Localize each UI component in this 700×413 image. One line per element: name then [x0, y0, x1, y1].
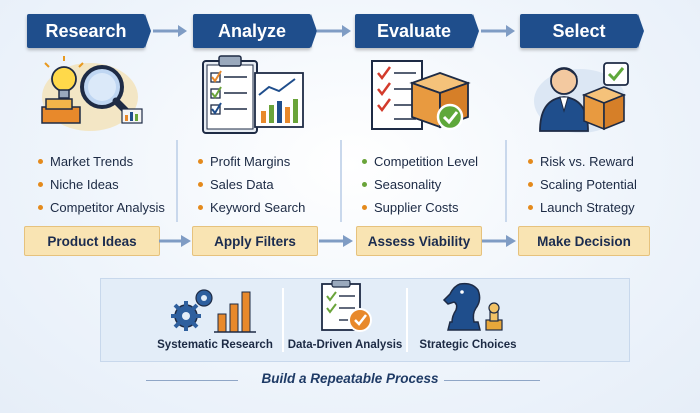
header-arrow-3: [481, 25, 515, 37]
list-item: Market Trends: [38, 150, 165, 173]
footer-rule-right: [444, 380, 540, 381]
list-item: Competition Level: [362, 150, 478, 173]
principle-strategic-choices: Strategic Choices: [408, 278, 528, 360]
lightbulb-magnifier-icon: [41, 56, 143, 131]
header-arrow-2: [317, 25, 351, 37]
list-item: Niche Ideas: [38, 173, 165, 196]
result-arrow-3: [482, 235, 516, 247]
panel-separator-1: [282, 288, 284, 352]
principle-label: Systematic Research: [157, 339, 273, 351]
result-arrow-2: [319, 235, 353, 247]
analyze-items: Profit Margins Sales Data Keyword Search: [198, 150, 305, 219]
checklist-box-icon: [371, 60, 471, 131]
list-item: Scaling Potential: [528, 173, 637, 196]
list-item: Keyword Search: [198, 196, 305, 219]
stage-header-research: Research: [27, 14, 151, 48]
panel-separator-2: [406, 288, 408, 352]
principle-label: Strategic Choices: [419, 339, 517, 351]
research-items: Market Trends Niche Ideas Competitor Ana…: [38, 150, 165, 219]
result-apply-filters: Apply Filters: [192, 226, 318, 256]
divider-3: [505, 140, 507, 222]
stage-header-select: Select: [520, 14, 644, 48]
result-assess-viability: Assess Viability: [356, 226, 482, 256]
clipboard-chart-icon: [202, 55, 304, 134]
stage-header-evaluate: Evaluate: [355, 14, 479, 48]
checklist-check-icon: [321, 280, 372, 332]
principle-label: Data-Driven Analysis: [287, 339, 403, 351]
footer-tagline: Build a Repeatable Process: [261, 371, 439, 386]
list-item: Launch Strategy: [528, 196, 637, 219]
principle-data-driven-analysis: Data-Driven Analysis: [284, 278, 406, 360]
divider-1: [176, 140, 178, 222]
list-item: Competitor Analysis: [38, 196, 165, 219]
header-arrow-1: [153, 25, 187, 37]
gears-bar-chart-icon: [171, 289, 256, 333]
evaluate-items: Competition Level Seasonality Supplier C…: [362, 150, 478, 219]
result-product-ideas: Product Ideas: [24, 226, 160, 256]
footer-rule-left: [146, 380, 238, 381]
chess-knight-icon: [442, 282, 503, 331]
result-make-decision: Make Decision: [518, 226, 650, 256]
stage-header-analyze: Analyze: [193, 14, 317, 48]
result-arrow-1: [159, 235, 191, 247]
divider-2: [340, 140, 342, 222]
list-item: Seasonality: [362, 173, 478, 196]
select-items: Risk vs. Reward Scaling Potential Launch…: [528, 150, 637, 219]
list-item: Supplier Costs: [362, 196, 478, 219]
person-box-check-icon: [534, 62, 629, 133]
list-item: Profit Margins: [198, 150, 305, 173]
list-item: Sales Data: [198, 173, 305, 196]
principle-systematic-research: Systematic Research: [150, 278, 280, 360]
list-item: Risk vs. Reward: [528, 150, 637, 173]
